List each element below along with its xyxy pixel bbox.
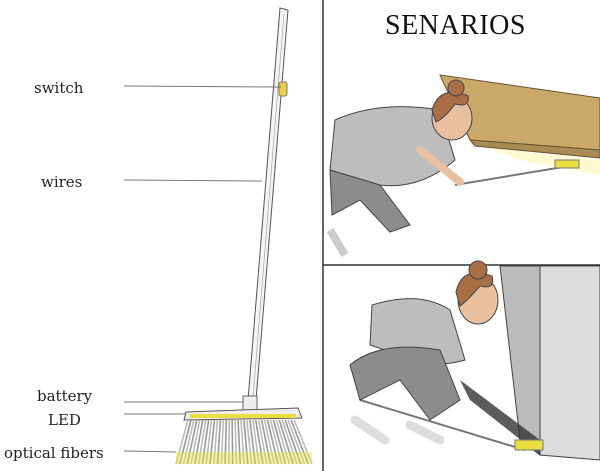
fiber xyxy=(220,419,225,465)
fiber xyxy=(190,419,201,465)
fiber xyxy=(254,419,264,465)
fiber xyxy=(175,419,189,465)
fiber xyxy=(212,419,219,465)
fiber xyxy=(246,419,253,465)
fiber xyxy=(237,419,242,465)
label-optical-fibers: optical fibers xyxy=(4,444,104,462)
fiber-glow xyxy=(176,452,312,464)
scenarios-title: SENARIOS xyxy=(385,10,526,41)
fiber xyxy=(266,419,279,465)
led-strip xyxy=(190,414,296,418)
fiber xyxy=(201,419,210,465)
fiber xyxy=(231,419,234,465)
fiber xyxy=(234,419,238,465)
broom xyxy=(175,7,313,465)
fiber xyxy=(249,419,257,465)
fiber xyxy=(186,419,198,465)
label-led: LED xyxy=(48,411,81,429)
fiber xyxy=(257,419,268,465)
fiber xyxy=(269,419,283,465)
fiber xyxy=(179,419,192,465)
fiber xyxy=(260,419,272,465)
fiber xyxy=(284,419,302,465)
fiber xyxy=(209,419,216,465)
fiber xyxy=(263,419,276,465)
scenario-under-fridge xyxy=(349,260,600,461)
label-battery: battery xyxy=(37,387,93,405)
switch-part xyxy=(278,81,288,97)
scenario-under-cabinet xyxy=(326,74,600,258)
fiber xyxy=(205,419,213,465)
fiber xyxy=(243,419,249,465)
fiber xyxy=(182,419,195,465)
fiber xyxy=(251,419,260,465)
fiber xyxy=(287,419,306,465)
fiber xyxy=(275,419,291,465)
fiber xyxy=(272,419,287,465)
fiber xyxy=(293,419,313,465)
fiber xyxy=(290,419,309,465)
battery-part xyxy=(242,395,258,411)
fiber xyxy=(278,419,294,465)
fiber xyxy=(224,419,228,465)
optical-fibers xyxy=(175,419,313,465)
fiber xyxy=(281,419,298,465)
fiber xyxy=(216,419,222,465)
fiber xyxy=(240,419,245,465)
label-switch: switch xyxy=(34,79,84,97)
fiber xyxy=(194,419,204,465)
fiber xyxy=(197,419,207,465)
label-wires: wires xyxy=(41,173,83,191)
